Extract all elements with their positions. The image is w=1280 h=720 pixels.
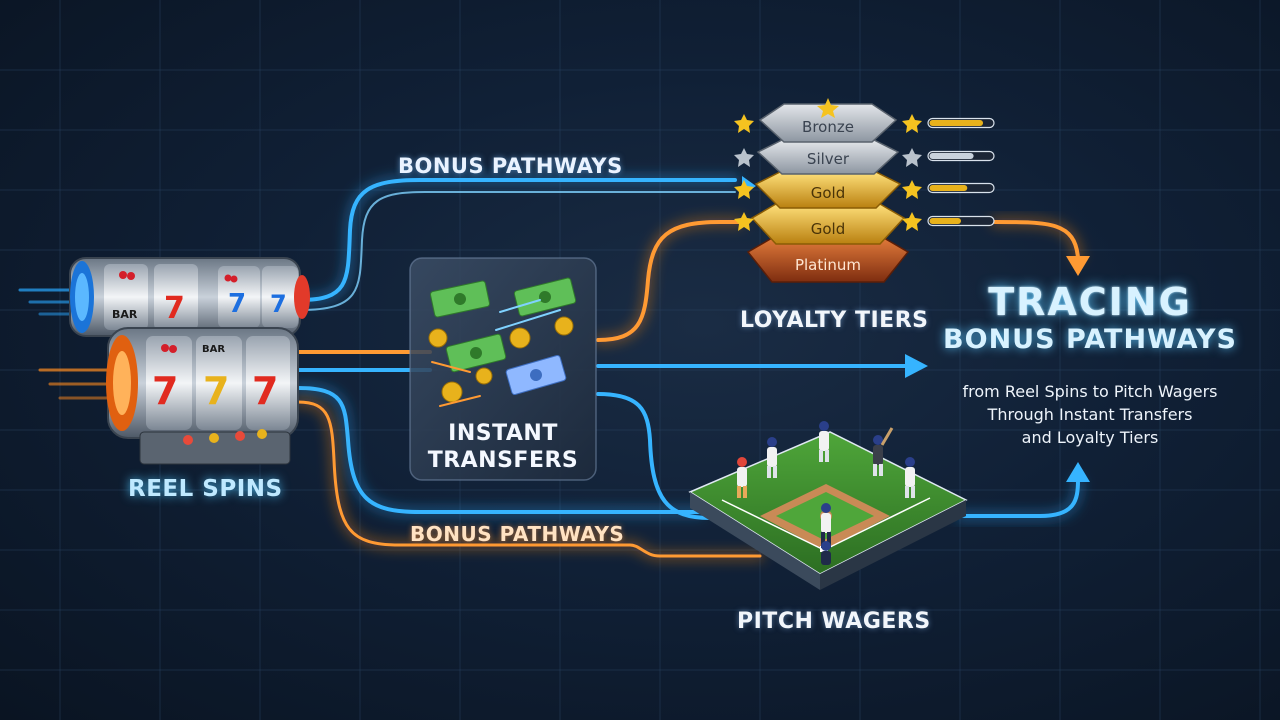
- star-icon: [734, 148, 754, 167]
- tier-label-platinum: Platinum: [795, 256, 861, 274]
- bar-symbol: BAR: [112, 308, 138, 321]
- tier-progress-fill: [929, 185, 968, 191]
- star-icon: [817, 98, 839, 118]
- arrowhead-icon: [905, 354, 928, 378]
- loyalty-tiers-stack: Bronze Silver Gold Gold Platinum: [734, 98, 995, 283]
- baseball-player-icon: [873, 427, 894, 476]
- seven-symbol: 7: [252, 369, 278, 413]
- slot-button-icon: [183, 435, 193, 445]
- tier-progress-fill: [929, 218, 961, 224]
- cherry-icon: [224, 274, 238, 283]
- cash-bill-icon: [505, 354, 567, 396]
- slot-button-icon: [235, 431, 245, 441]
- speed-streak-icon: [18, 288, 112, 400]
- tier-bronze: [758, 103, 898, 143]
- seven-symbol: 7: [228, 289, 246, 319]
- tier-label-gold-1: Gold: [811, 184, 846, 202]
- arrowhead-icon: [1066, 256, 1090, 276]
- headline-line-1: TRACING: [988, 280, 1192, 324]
- cash-bill-icon: [513, 277, 577, 317]
- tier-stars: [734, 114, 922, 231]
- cash-bill-icon: [445, 333, 507, 373]
- cherry-icon: [119, 271, 135, 280]
- baseball-field: [688, 421, 968, 590]
- cherry-icon: [161, 344, 177, 353]
- slot-machines: BAR 7 7 7 7 7 7 BAR: [18, 257, 310, 465]
- path-blue-middle: [296, 354, 928, 378]
- instant-transfers-panel: [409, 257, 597, 481]
- bat-icon: [880, 427, 894, 446]
- seven-symbol: 7: [152, 369, 178, 413]
- baseball-player-icon: [767, 437, 777, 478]
- tier-label-gold-2: Gold: [811, 220, 846, 238]
- seven-symbol: 7: [270, 290, 287, 318]
- gold-coin-icon: [428, 328, 448, 348]
- motion-streak-icon: [431, 299, 561, 407]
- tier-label-bronze: Bronze: [802, 118, 854, 136]
- slot-machine-back: BAR 7 7 7: [69, 257, 310, 337]
- pathways: [290, 175, 1090, 561]
- star-icon: [734, 212, 754, 231]
- path-orange-upper: [290, 217, 745, 357]
- subtitle-line-3: and Loyalty Tiers: [1021, 428, 1159, 447]
- baseball-player-icon: [737, 457, 747, 498]
- baseball-player-icon: [905, 457, 915, 498]
- star-icon: [902, 148, 922, 167]
- baseball-player-icon: [821, 541, 831, 565]
- path-blue-to-title: [955, 462, 1090, 521]
- path-blue-lower: [293, 383, 712, 520]
- gold-coin-icon: [554, 316, 574, 336]
- seven-symbol: 7: [203, 369, 229, 413]
- path-bonus-top-blue: [295, 175, 756, 311]
- bonus-pathways-label-bottom: BONUS PATHWAYS: [410, 522, 625, 546]
- headline-line-2: BONUS PATHWAYS: [943, 324, 1237, 355]
- seven-symbol: 7: [164, 291, 185, 326]
- star-icon: [902, 114, 922, 133]
- gold-coin-icon: [441, 381, 463, 403]
- arrowhead-icon: [1066, 462, 1090, 482]
- instant-transfers-label: INSTANT TRANSFERS: [427, 421, 579, 473]
- path-orange-to-title: [990, 217, 1090, 276]
- slot-button-icon: [257, 429, 267, 439]
- reel-spins-label: REEL SPINS: [128, 476, 283, 502]
- gold-coin-icon: [475, 367, 493, 385]
- slot-machine-front: 7 7 7 BAR: [106, 327, 299, 465]
- subtitle-line-1: from Reel Spins to Pitch Wagers: [962, 382, 1218, 401]
- cash-bill-icon: [429, 280, 491, 318]
- star-icon: [902, 212, 922, 231]
- bar-symbol: BAR: [202, 344, 225, 355]
- baseball-player-icon: [819, 421, 829, 462]
- star-icon: [734, 114, 754, 133]
- subtitle-line-2: Through Instant Transfers: [987, 405, 1193, 424]
- tier-progress-bars: [927, 117, 995, 227]
- bonus-pathways-label-top: BONUS PATHWAYS: [398, 154, 623, 178]
- loyalty-tiers-label: LOYALTY TIERS: [740, 308, 929, 333]
- star-icon: [902, 180, 922, 199]
- baseball-player-icon: [821, 503, 831, 548]
- tier-progress-fill: [929, 120, 984, 126]
- gold-coin-icon: [509, 327, 531, 349]
- pitch-wagers-label: PITCH WAGERS: [737, 609, 931, 634]
- slot-button-icon: [209, 433, 219, 443]
- path-orange-lower: [293, 397, 765, 561]
- star-icon: [734, 180, 754, 199]
- tier-progress-fill: [929, 153, 974, 159]
- tier-label-silver: Silver: [807, 150, 850, 168]
